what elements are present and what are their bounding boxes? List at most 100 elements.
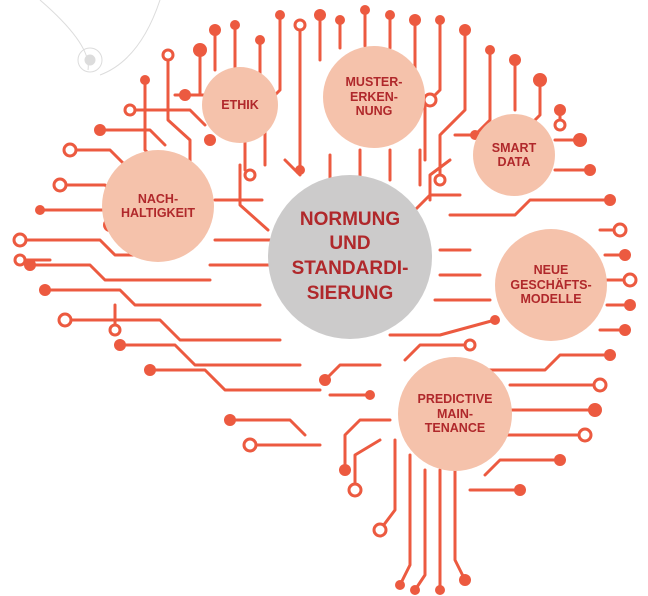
circuit-trace	[68, 148, 127, 167]
circuit-node	[209, 24, 221, 36]
circuit-node	[12, 232, 28, 248]
topic-normung-label: NORMUNG UND STANDARDI- SIERUNG	[291, 208, 409, 304]
circuit-trace	[238, 163, 270, 232]
circuit-trace	[98, 128, 167, 147]
circuit-trace	[388, 318, 497, 337]
circuit-node	[533, 73, 547, 87]
circuit-node	[204, 134, 216, 146]
circuit-node	[52, 177, 68, 193]
circuit-trace	[118, 343, 302, 367]
circuit-trace	[128, 108, 207, 127]
circuit-node	[410, 585, 420, 595]
circuit-traces	[18, 8, 632, 592]
circuit-node	[275, 10, 285, 20]
circuit-node	[485, 45, 495, 55]
circuit-node	[554, 454, 566, 466]
circuit-node	[433, 173, 447, 187]
circuit-node	[514, 484, 526, 496]
circuit-trace	[353, 438, 382, 492]
circuit-node	[619, 249, 631, 261]
topic-nachhaltigkeit-label: NACH- HALTIGKEIT	[120, 191, 196, 220]
circuit-trace	[438, 28, 467, 182]
circuit-trace	[413, 468, 427, 592]
circuit-node	[490, 315, 500, 325]
topic-smart-data-label: SMART DATA	[491, 140, 537, 169]
circuit-node	[509, 54, 521, 66]
circuit-node	[39, 284, 51, 296]
topic-normung-und-standardisierung: NORMUNG UND STANDARDI- SIERUNG	[268, 175, 432, 339]
circuit-node	[592, 377, 608, 393]
circuit-node	[459, 24, 471, 36]
topic-predictive-maintenance: PREDICTIVE MAIN- TENANCE	[398, 357, 512, 471]
circuit-node	[57, 312, 73, 328]
topic-nachhaltigkeit: NACH- HALTIGKEIT	[102, 150, 214, 262]
circuit-node	[347, 482, 363, 498]
circuit-node	[624, 299, 636, 311]
circuit-trace	[343, 418, 392, 472]
circuit-trace	[148, 368, 322, 392]
circuit-node	[463, 338, 477, 352]
circuit-node	[224, 414, 236, 426]
circuit-node	[35, 205, 45, 215]
circuit-node	[255, 35, 265, 45]
topic-mustererkennung-label: MUSTER- ERKEN- NUNG	[345, 75, 403, 119]
circuit-trace	[63, 318, 282, 342]
circuit-trace	[423, 18, 442, 162]
circuit-trace	[448, 198, 612, 217]
circuit-node	[114, 339, 126, 351]
circuit-node	[314, 9, 326, 21]
circuit-trace	[43, 288, 262, 307]
topic-mustererkennung: MUSTER- ERKEN- NUNG	[323, 46, 425, 148]
circuit-trace	[483, 458, 562, 477]
circuit-node	[243, 168, 257, 182]
circuit-node	[553, 118, 567, 132]
topic-ethik: ETHIK	[202, 67, 278, 143]
topic-predictive-maintenance-label: PREDICTIVE MAIN- TENANCE	[417, 392, 493, 436]
circuit-node	[179, 89, 191, 101]
sketch-decoration	[39, 0, 161, 76]
circuit-node	[13, 253, 27, 267]
circuit-node	[335, 15, 345, 25]
circuit-node	[293, 18, 307, 32]
circuit-node	[612, 222, 628, 238]
topic-ethik-label: ETHIK	[221, 97, 259, 112]
circuit-node	[319, 374, 331, 386]
circuit-node	[144, 364, 156, 376]
circuit-node	[435, 15, 445, 25]
circuit-trace	[323, 363, 382, 382]
circuit-nodes	[12, 5, 638, 595]
circuit-trace	[378, 438, 397, 532]
circuit-node	[409, 14, 421, 26]
circuit-node	[573, 133, 587, 147]
circuit-trace	[453, 463, 467, 582]
circuit-node	[604, 349, 616, 361]
circuit-trace	[468, 353, 612, 372]
circuit-node	[622, 272, 638, 288]
circuit-node	[62, 142, 78, 158]
circuit-node	[24, 259, 36, 271]
circuit-node	[295, 165, 305, 175]
topic-neue-geschaeftsmodelle-label: NEUE GESCHÄFTS- MODELLE	[510, 263, 592, 307]
circuit-node	[395, 580, 405, 590]
circuit-trace	[403, 343, 472, 362]
circuit-node	[584, 164, 596, 176]
circuit-trace	[428, 158, 452, 202]
circuit-node	[422, 92, 438, 108]
circuit-node	[588, 403, 602, 417]
circuit-node	[230, 20, 240, 30]
topic-smart-data: SMART DATA	[473, 114, 555, 196]
circuit-node	[123, 103, 137, 117]
circuit-node	[554, 104, 566, 116]
circuit-node	[360, 5, 370, 15]
circuit-node	[339, 464, 351, 476]
circuit-node	[242, 437, 258, 453]
circuit-node	[619, 324, 631, 336]
circuit-node	[365, 390, 375, 400]
circuit-trace	[228, 418, 307, 437]
circuit-node	[193, 43, 207, 57]
topic-neue-geschaeftsmodelle: NEUE GESCHÄFTS- MODELLE	[495, 229, 607, 341]
circuit-node	[94, 124, 106, 136]
circuit-trace	[28, 263, 212, 282]
circuit-node	[385, 10, 395, 20]
